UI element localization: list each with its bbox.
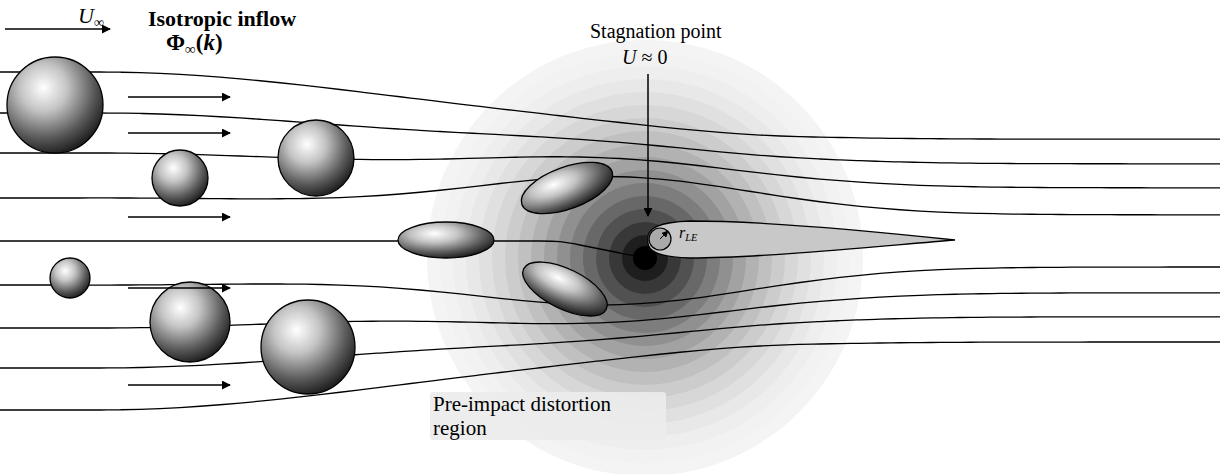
region-label: Pre-impact distortion region (430, 392, 666, 440)
streamlines (0, 72, 1220, 410)
airfoil (648, 221, 955, 258)
eddy (7, 57, 103, 153)
radius-arrow (660, 231, 668, 239)
label-part: Stagnation point (590, 20, 722, 42)
label-part: ∞ (94, 14, 104, 30)
eddy (398, 222, 494, 258)
leading-edge-circle (649, 228, 671, 250)
region-ring (466, 79, 824, 437)
eddy (515, 251, 615, 327)
streamline (0, 72, 1220, 139)
eddy (278, 120, 354, 196)
spectrum-symbol: Φ∞(k) (166, 30, 223, 56)
flow-arrow (128, 132, 230, 134)
flow-arrow (128, 384, 230, 386)
eddy (50, 258, 90, 298)
freestream-velocity: U∞ (78, 3, 104, 28)
label-part: r (679, 224, 685, 241)
label-part: ∞ (185, 41, 196, 57)
label-part: k (203, 30, 215, 55)
region-ring (427, 40, 863, 474)
label-part: LE (685, 232, 697, 243)
radius-label: rLE (676, 224, 700, 242)
label-part: U (622, 46, 636, 68)
stagnation-velocity: U ≈ 0 (622, 46, 667, 69)
label-part: U (78, 3, 94, 28)
label-part: ≈ 0 (636, 46, 667, 68)
eddy (152, 150, 208, 206)
label-part: Φ (166, 30, 185, 55)
streamline (0, 241, 640, 256)
distortion-region (427, 40, 863, 474)
flow-arrows (128, 97, 230, 385)
flow-arrow (128, 96, 230, 98)
region-ring (479, 92, 811, 424)
label-part: Isotropic inflow (148, 6, 296, 31)
inflow-label: Isotropic inflow (148, 6, 296, 31)
stagnation-arrow (647, 74, 649, 216)
eddy (261, 300, 355, 394)
eddies (7, 57, 619, 394)
stagnation-label: Stagnation point (590, 20, 722, 43)
label-part: ( (196, 30, 204, 55)
region-ring (492, 105, 798, 411)
label-part: Pre-impact distortion region (433, 392, 611, 440)
eddy (515, 152, 620, 224)
flow-arrow (128, 287, 230, 289)
eddy (150, 282, 230, 362)
label-part: ) (215, 30, 223, 55)
flow-arrow (128, 216, 230, 218)
